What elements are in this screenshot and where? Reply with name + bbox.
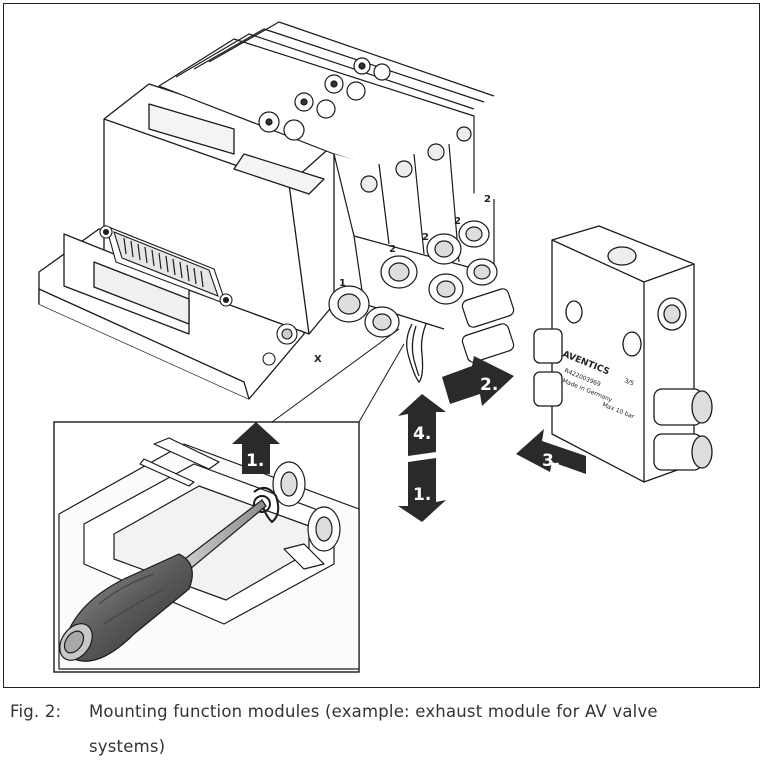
manifold-fittings [328, 220, 515, 363]
caption-label: Fig. 2: [10, 702, 62, 721]
caption-text: Mounting function modules (example: exha… [89, 702, 658, 756]
module-line-c: 3/5 [623, 377, 635, 387]
step-arrow-2: 2. [442, 356, 514, 406]
screwdriver [59, 499, 267, 662]
port-1-label: 1 [339, 278, 346, 289]
inset-step-arrow-1: 1. [232, 422, 280, 474]
port-x-label: X [314, 354, 322, 365]
inset-detail: 1. [53, 421, 360, 673]
inset-callout-lines [271, 328, 405, 423]
port-2c-label: 2 [454, 216, 461, 227]
figure-frame: 1 X 2 2 2 2 AVENTICS R422003969 Made in … [3, 3, 760, 688]
step-arrow-1: 1. [398, 458, 446, 522]
step-2-label: 2. [480, 375, 498, 395]
step-4-label: 4. [413, 424, 431, 444]
step-arrow-3: 3. [516, 429, 586, 474]
step-1-label: 1. [413, 485, 431, 505]
subd-connector [99, 225, 233, 307]
ground-screw [262, 323, 298, 366]
inset-step-1-label: 1. [246, 451, 264, 471]
port-2d-label: 2 [484, 194, 491, 205]
exhaust-module [533, 225, 713, 483]
step-3-label: 3. [542, 451, 560, 471]
step-arrow-4: 4. [398, 394, 446, 456]
retaining-clip [406, 323, 427, 384]
illustration: 1 X 2 2 2 2 AVENTICS R422003969 Made in … [38, 21, 713, 673]
port-2b-label: 2 [422, 232, 429, 243]
port-2a-label: 2 [389, 244, 396, 255]
